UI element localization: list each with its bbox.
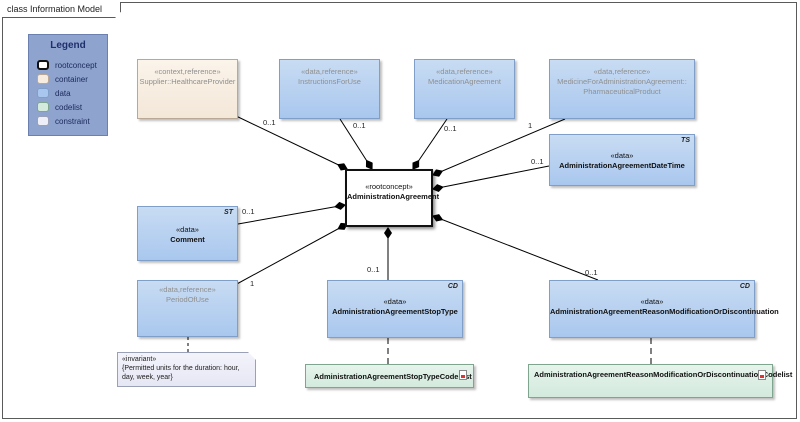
legend-label: constraint	[55, 117, 90, 126]
class-stereotype: «data»	[610, 151, 634, 160]
class-name: MedicineForAdministrationAgreement::	[557, 77, 687, 86]
legend-swatch	[37, 60, 49, 70]
note-stereotype: «invariant»	[122, 356, 157, 363]
class-name: InstructionsForUse	[298, 77, 361, 86]
class-name: MedicationAgreement	[428, 77, 501, 86]
mult-medication: 0..1	[444, 124, 457, 133]
class-administration-agreement-datetime[interactable]: TS «data» AdministrationAgreementDateTim…	[549, 134, 695, 186]
assoc-provider	[233, 114, 348, 171]
legend-label: data	[55, 89, 71, 98]
class-stereotype: «context,reference»	[154, 67, 221, 76]
assoc-datetime	[432, 165, 550, 192]
assoc-period	[234, 222, 348, 286]
type-tag: ST	[224, 209, 233, 216]
assoc-medicine	[432, 118, 566, 177]
class-administration-agreement-root[interactable]: «rootconcept» AdministrationAgreement	[345, 169, 440, 227]
class-stereotype: «data,reference»	[593, 67, 651, 76]
legend: Legend rootconcept container data codeli…	[28, 34, 108, 136]
mult-provider: 0..1	[263, 118, 276, 127]
codelist-reason[interactable]: AdministrationAgreementReasonModificatio…	[528, 364, 793, 398]
legend-label: codelist	[55, 103, 83, 112]
class-administration-agreement-stop-type[interactable]: CD «data» AdministrationAgreementStopTyp…	[327, 280, 463, 338]
mult-stoptype: 0..1	[367, 265, 380, 274]
legend-label: rootconcept	[55, 61, 97, 70]
codelist-icon	[758, 370, 766, 380]
class-name: AdministrationAgreementStopType	[332, 307, 458, 316]
legend-swatch	[37, 88, 49, 98]
class-period-of-use[interactable]: «data,reference» PeriodOfUse	[137, 280, 238, 337]
legend-swatch	[37, 74, 49, 84]
invariant-note[interactable]: «invariant» {Permitted units for the dur…	[117, 352, 256, 387]
class-name-line2: PharmaceuticalProduct	[583, 87, 661, 96]
class-stereotype: «data,reference»	[301, 67, 358, 76]
class-administration-agreement-reason[interactable]: CD «data» AdministrationAgreementReasonM…	[549, 280, 779, 338]
class-pharmaceutical-product[interactable]: «data,reference» MedicineForAdministrati…	[549, 59, 695, 119]
class-stereotype: «rootconcept»	[365, 182, 413, 191]
legend-title: Legend	[50, 40, 86, 51]
class-healthcare-provider[interactable]: «context,reference» Supplier::Healthcare…	[137, 59, 238, 119]
class-name: PeriodOfUse	[166, 295, 209, 304]
note-text: {Permitted units for the duration: hour,…	[122, 365, 240, 381]
legend-label: container	[55, 75, 88, 84]
type-tag: TS	[681, 137, 690, 144]
class-name: AdministrationAgreementReasonModificatio…	[550, 307, 779, 316]
class-stereotype: «data»	[176, 225, 199, 234]
class-stereotype: «data»	[383, 297, 407, 306]
codelist-icon	[459, 370, 467, 380]
assoc-reason	[432, 214, 599, 281]
class-comment[interactable]: ST «data» Comment	[137, 206, 238, 261]
mult-datetime: 0..1	[531, 157, 544, 166]
class-medication-agreement[interactable]: «data,reference» MedicationAgreement	[414, 59, 515, 119]
class-name: Comment	[170, 235, 205, 244]
mult-instructions: 0..1	[353, 121, 366, 130]
diagram-title: class Information Model	[2, 2, 121, 18]
class-stereotype: «data,reference»	[159, 285, 216, 294]
class-stereotype: «data»	[640, 297, 664, 306]
mult-medicine: 1	[528, 121, 533, 130]
class-name: AdministrationAgreementDateTime	[559, 161, 685, 170]
assoc-medication	[412, 118, 448, 170]
mult-comment: 0..1	[242, 207, 255, 216]
codelist-name: AdministrationAgreementStopTypeCodeList	[314, 372, 472, 381]
legend-swatch	[37, 102, 49, 112]
assoc-comment	[237, 201, 346, 225]
mult-reason: 0..1	[585, 268, 598, 277]
legend-swatch	[37, 116, 49, 126]
type-tag: CD	[447, 283, 458, 290]
assoc-instructions	[339, 118, 373, 170]
class-name: AdministrationAgreement	[347, 192, 440, 201]
type-tag: CD	[739, 283, 750, 290]
class-instructions-for-use[interactable]: «data,reference» InstructionsForUse	[279, 59, 380, 119]
mult-period: 1	[250, 279, 255, 288]
codelist-stop-type[interactable]: AdministrationAgreementStopTypeCodeList	[305, 364, 474, 388]
class-stereotype: «data,reference»	[436, 67, 493, 76]
codelist-name: AdministrationAgreementReasonModificatio…	[534, 370, 793, 379]
class-name: Supplier::HealthcareProvider	[139, 77, 236, 86]
